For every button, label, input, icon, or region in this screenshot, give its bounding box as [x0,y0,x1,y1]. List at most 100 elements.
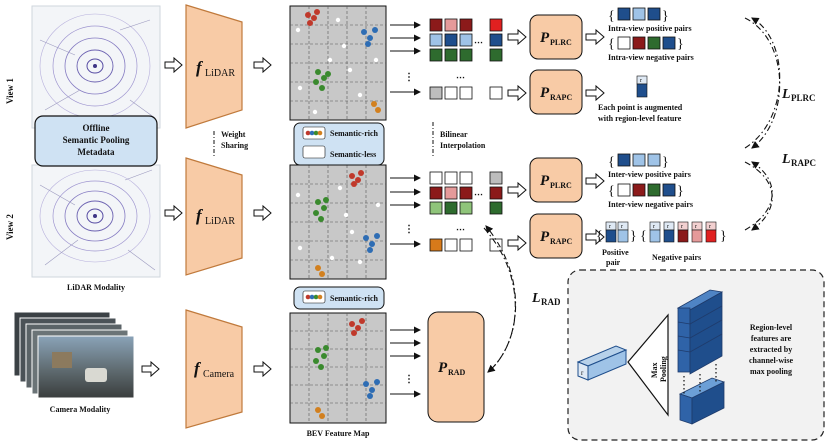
encoder-lidar-view1: f LiDAR [185,4,243,129]
f-symbol-1: f [196,58,204,77]
head-plrc-view2: P PLRC [529,157,583,203]
inter-positive-pairs: { } Inter-view positive pairs [608,153,691,179]
svg-text:}: } [630,229,637,244]
svg-text:r: r [609,224,611,230]
semantic-less-label: Semantic-less [330,150,376,159]
head-rapc-view1: P RAPC [529,69,583,115]
inter-negative-label: Inter-view negative pairs [608,200,693,209]
pool-desc-3: extracted by [750,345,792,354]
svg-text:RAPC: RAPC [791,158,816,168]
bev-feature-map-label: BEV Feature Map [307,429,370,438]
ellipsis-v1: ⋮ [404,72,414,83]
pool-desc-2: features are [751,334,792,343]
weight-sharing-1: Weight [221,130,246,139]
bev-feature-arrows [390,21,421,398]
loss-plrc-label: L PLRC [781,87,816,103]
p-symbol-2: P [540,85,550,101]
svg-text:r: r [709,224,711,230]
loss-rad-label: L RAD [531,291,561,307]
hollow-arrows-pairs [585,28,605,246]
intra-negative-pairs: { } Intra-view negative pairs [608,36,694,62]
f-sub-lidar-2: LiDAR [205,216,235,227]
negative-pairs-label: Negative pairs [652,253,701,262]
svg-text:}: } [720,229,727,244]
intra-negative-label: Intra-view negative pairs [608,53,694,62]
features-view1 [429,18,503,100]
weight-sharing-2: Sharing [221,141,248,150]
f-sub-camera: Camera [203,369,235,380]
intra-positive-label: Intra-view positive pairs [608,24,692,33]
p-sub-rapc-1: RAPC [550,93,572,102]
hollow-arrows-heads [507,28,527,252]
metadata-line1: Offline [83,123,110,133]
p-sub-plrc-2: PLRC [550,181,572,190]
bev-grid-view1 [289,5,387,121]
positive-pair-2: pair [606,258,621,267]
p-symbol-5: P [438,360,448,376]
svg-text:PLRC: PLRC [791,93,816,103]
augmented-feature: r Each point is augmented with region-le… [598,75,683,123]
bilinear-2: Interpolation [440,141,486,150]
p-sub-rapc-2: RAPC [550,237,572,246]
svg-text:}: } [662,9,669,24]
svg-text:{: { [640,229,647,244]
svg-text:{: { [608,155,615,170]
svg-text:}: } [677,37,684,52]
bilinear-1: Bilinear [440,130,468,139]
camera-modality-label: Camera Modality [50,405,111,414]
pool-desc-5: max pooling [750,367,792,376]
bev-grid-view2 [289,164,387,280]
rapc-pairs-view2: { r r } { r r r r r } Positive pair Negativ… [596,221,727,267]
svg-text:r: r [581,369,584,377]
svg-text:r: r [681,224,683,230]
svg-text:{: { [608,184,615,199]
svg-text:{: { [608,9,615,24]
max-pooling-box: r Max Pooling Region-level features are … [567,269,825,441]
positive-pair-1: Positive [602,248,629,257]
view2-label: View 2 [5,214,15,240]
loss-rapc-label: L RAPC [781,152,816,168]
ellipsis-v2: ⋮ [404,224,414,235]
p-symbol-4: P [540,229,550,245]
p-symbol-1: P [540,30,550,46]
head-rapc-view2: P RAPC [529,213,583,259]
f-symbol-2: f [196,206,204,225]
features-view2 [429,171,503,252]
svg-text:r: r [667,224,669,230]
svg-text:{: { [608,37,615,52]
ellipsis-cam: ⋮ [404,374,414,385]
p-sub-plrc-1: PLRC [550,38,572,47]
max-pooling-1: Max [650,362,659,378]
encoder-camera: f Camera [185,309,243,429]
p-symbol-3: P [540,173,550,189]
f-sub-lidar-1: LiDAR [205,68,235,79]
f-symbol-3: f [194,359,202,378]
each-point-line2: with region-level feature [598,114,682,123]
head-plrc-view1: P PLRC [529,14,583,60]
semantic-rich-label: Semantic-rich [330,129,379,138]
pool-desc-1: Region-level [750,323,793,332]
semantic-legend-box: Semantic-rich Semantic-less [293,122,385,166]
camera-image-stack [13,311,135,399]
svg-text:r: r [621,224,623,230]
lidar-modality-label: LiDAR Modality [67,283,125,292]
svg-text:RAD: RAD [541,297,561,307]
svg-text:L: L [781,152,791,167]
lidar-scan-view2 [31,164,161,278]
metadata-box: Offline Semantic Pooling Metadata [34,115,158,167]
max-pooling-2: Pooling [659,356,668,382]
dots-v2b: ⋯ [456,224,465,234]
svg-text:}: } [677,184,684,199]
inter-negative-pairs: { } Inter-view negative pairs [608,183,693,209]
semantic-rich-label-2: Semantic-rich [330,294,379,303]
svg-text:r: r [653,224,655,230]
loss-arcs [483,17,781,373]
svg-text:r: r [695,224,697,230]
svg-text:{: { [596,229,603,244]
view1-label: View 1 [5,78,15,104]
inter-positive-label: Inter-view positive pairs [608,170,691,179]
dots-v1a: ⋯ [474,37,483,47]
head-rad: P RAD [427,311,485,423]
hollow-arrows-encoder [253,56,272,378]
